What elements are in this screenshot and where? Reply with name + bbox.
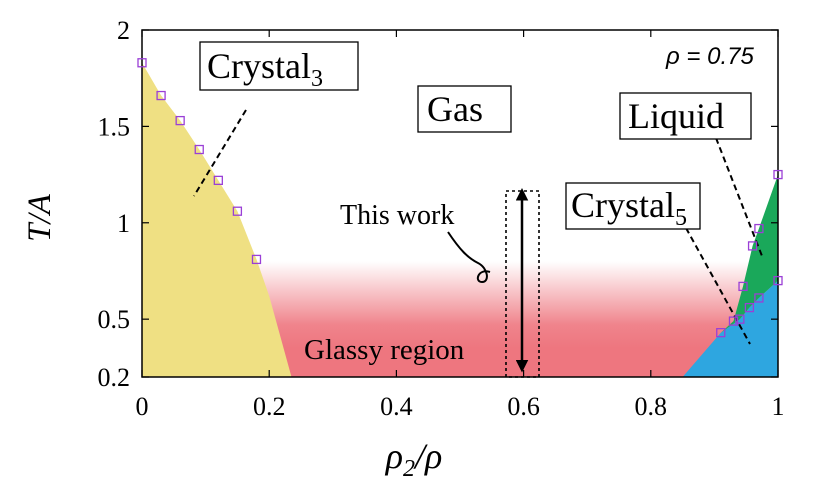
data-point xyxy=(754,293,764,303)
data-point xyxy=(735,314,745,324)
data-point xyxy=(137,58,147,68)
data-point xyxy=(773,169,783,180)
liquid-leader xyxy=(715,137,763,257)
density-label: ρ = 0.75 xyxy=(665,43,754,70)
data-point xyxy=(156,90,166,101)
data-point xyxy=(194,144,204,155)
crystal5-region xyxy=(682,280,778,377)
plot-area xyxy=(142,62,778,378)
y-tick-label: 1.5 xyxy=(98,112,131,141)
y-axis-label: T/A xyxy=(22,193,58,242)
data-point xyxy=(175,115,185,126)
y-tick-label: 2 xyxy=(117,16,130,45)
data-point xyxy=(744,302,755,313)
x-tick-label: 0.2 xyxy=(253,392,286,421)
liquid-label: Liquid xyxy=(628,96,724,136)
crystal3-leader xyxy=(193,109,247,197)
crystal5-leader xyxy=(685,227,751,345)
x-tick-label: 0.8 xyxy=(635,392,668,421)
y-tick-label: 0.2 xyxy=(98,363,131,392)
glassy-region-label: Glassy region xyxy=(304,334,465,366)
crystal3-label-box xyxy=(199,41,359,91)
data-point xyxy=(232,206,243,216)
data-point xyxy=(738,281,748,292)
crystal3-label: Crystal3 xyxy=(207,46,323,92)
x-tick-label: 0.4 xyxy=(380,392,413,421)
gas-label-box xyxy=(417,85,512,133)
y-tick-label: 1 xyxy=(117,209,130,238)
crystal3-region xyxy=(142,62,292,378)
x-tick-label: 0 xyxy=(136,392,149,421)
this-work-label: This work xyxy=(340,200,454,231)
data-point xyxy=(728,316,739,326)
x-axis-label: ρ2/ρ xyxy=(385,436,443,482)
this-work-curl xyxy=(447,231,491,284)
y-tick-label: 0.5 xyxy=(98,305,131,334)
crystal5-label-box xyxy=(565,182,701,230)
gas-label: Gas xyxy=(427,89,483,129)
x-tick-label: 1 xyxy=(772,392,785,421)
data-point xyxy=(716,328,726,338)
data-point xyxy=(251,254,262,265)
data-point xyxy=(773,275,783,286)
data-point xyxy=(754,223,764,234)
plot-frame xyxy=(141,29,779,378)
x-tick-label: 0.6 xyxy=(507,392,540,421)
data-point xyxy=(213,175,223,186)
liquid-label-box xyxy=(619,92,752,140)
annotation-leaders xyxy=(193,109,763,345)
data-markers xyxy=(137,58,783,338)
data-point xyxy=(747,241,758,251)
crystal5-label: Crystal5 xyxy=(571,185,687,231)
liquid-region xyxy=(720,174,778,333)
